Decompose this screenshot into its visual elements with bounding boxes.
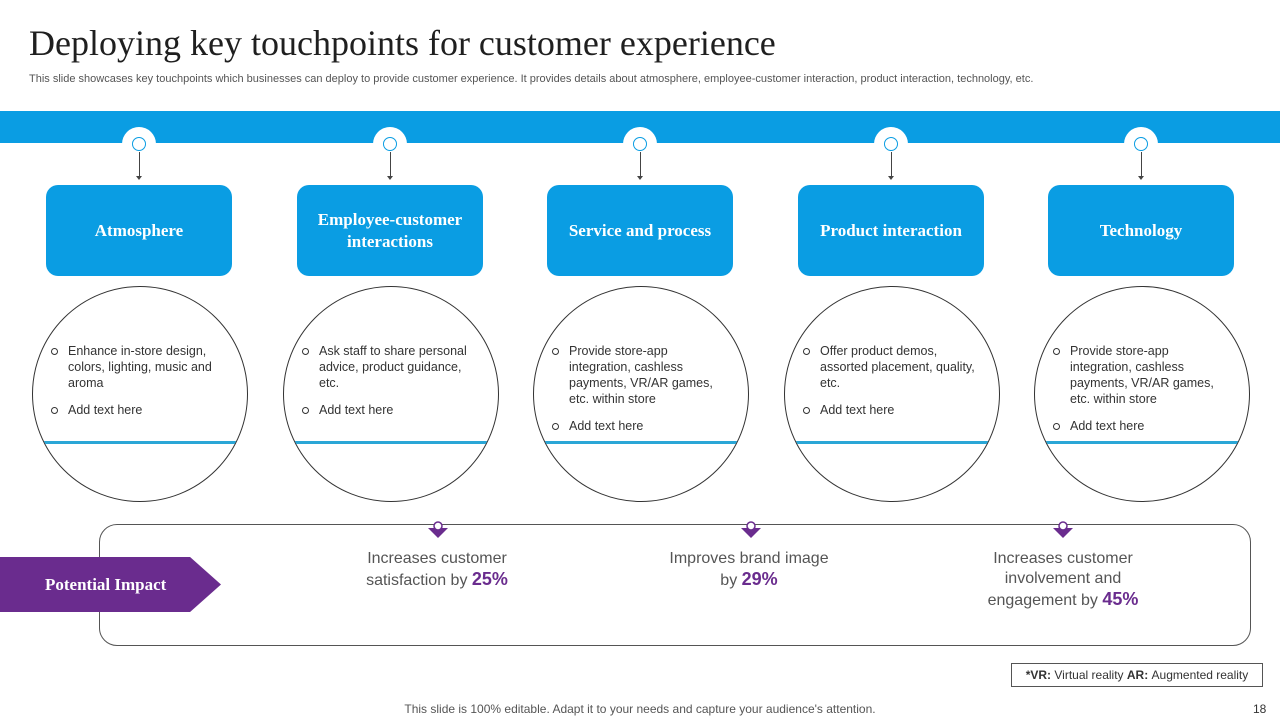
bullet-item: Add text here [550,418,730,434]
impact-text: Increases customer involvement and engag… [987,550,1133,609]
ar-text: Augmented reality [1151,668,1249,682]
vr-abbr: *VR: [1025,668,1052,682]
touchpoint-circle: Provide store-app integration, cashless … [533,286,749,502]
pin-dot [884,137,898,151]
impact-text: Improves brand image by [669,550,829,589]
bullet-item: Provide store-app integration, cashless … [550,343,730,407]
touchpoint-circle: Provide store-app integration, cashless … [1034,286,1250,502]
vr-text: Virtual reality [1054,668,1124,682]
impact-percentage: 25% [471,569,508,589]
connector-arrow-icon [387,176,393,180]
impact-statement: Increases customer satisfaction by 25% [333,549,541,591]
bullet-item: Offer product demos, assorted placement,… [801,343,981,391]
touchpoint-circle: Enhance in-store design, colors, lightin… [32,286,248,502]
bullet-list: Provide store-app integration, cashless … [1051,343,1231,445]
chevron-marker-icon [428,521,448,538]
circle-divider [793,441,991,444]
connector-line [640,152,641,177]
impact-percentage: 29% [741,569,778,589]
touchpoint-heading: Product interaction [798,185,984,276]
ar-abbr: AR: [1126,668,1149,682]
touchpoint-heading: Atmosphere [46,185,232,276]
pin-dot [633,137,647,151]
pin-dot [1134,137,1148,151]
bullet-item: Add text here [1051,418,1231,434]
impact-text: Increases customer satisfaction by [366,550,507,589]
bullet-item: Add text here [801,402,981,418]
pin-dot [383,137,397,151]
touchpoint-heading: Employee-customer interactions [297,185,483,276]
bottom-note: This slide is 100% editable. Adapt it to… [404,702,876,716]
chevron-marker-icon [1053,521,1073,538]
touchpoint-circle: Ask staff to share personal advice, prod… [283,286,499,502]
circle-divider [292,441,490,444]
circle-divider [41,441,239,444]
impact-percentage: 45% [1102,589,1139,609]
impact-statement: Increases customer involvement and engag… [972,549,1154,611]
page-title: Deploying key touchpoints for customer e… [29,23,776,63]
connector-arrow-icon [1138,176,1144,180]
circle-divider [1043,441,1241,444]
bullet-item: Ask staff to share personal advice, prod… [300,343,480,391]
connector-arrow-icon [136,176,142,180]
connector-line [139,152,140,177]
bullet-item: Enhance in-store design, colors, lightin… [49,343,229,391]
bullet-item: Add text here [49,402,229,418]
impact-panel [99,524,1251,646]
page-number: 18 [1253,702,1267,716]
impact-statement: Improves brand image by 29% [660,549,838,591]
connector-arrow-icon [888,176,894,180]
connector-line [891,152,892,177]
pin-circle [122,127,156,161]
abbreviation-footnote: *VR: Virtual reality AR: Augmented reali… [1011,663,1263,687]
bullet-list: Provide store-app integration, cashless … [550,343,730,445]
circle-divider [542,441,740,444]
touchpoint-circle: Offer product demos, assorted placement,… [784,286,1000,502]
bullet-list: Ask staff to share personal advice, prod… [300,343,480,429]
impact-label: Potential Impact [0,557,221,612]
chevron-marker-icon [741,521,761,538]
touchpoint-heading: Service and process [547,185,733,276]
bullet-list: Offer product demos, assorted placement,… [801,343,981,429]
bullet-item: Add text here [300,402,480,418]
pin-dot [132,137,146,151]
bullet-list: Enhance in-store design, colors, lightin… [49,343,229,429]
connector-line [1141,152,1142,177]
connector-arrow-icon [637,176,643,180]
page-subtitle: This slide showcases key touchpoints whi… [29,73,1034,85]
bullet-item: Provide store-app integration, cashless … [1051,343,1231,407]
connector-line [390,152,391,177]
touchpoint-heading: Technology [1048,185,1234,276]
